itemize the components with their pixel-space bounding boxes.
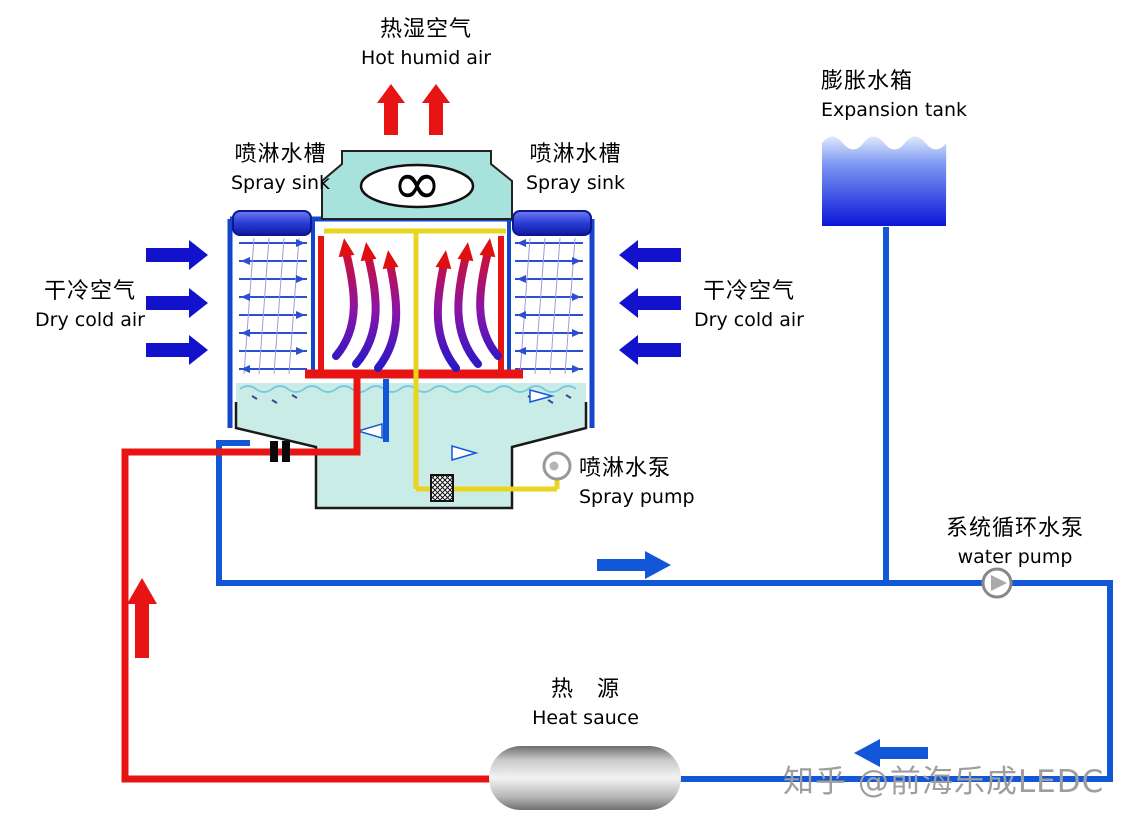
label-hot-humid-air-en: Hot humid air <box>360 46 492 69</box>
label-water-pump-zh: 系统循环水泵 <box>945 516 1084 541</box>
label-heat-source: 热 源 Heat sauce <box>498 676 673 730</box>
label-heat-source-en: Heat sauce <box>532 706 639 729</box>
label-dry-cold-air-right-en: Dry cold air <box>694 308 804 331</box>
label-spray-sink-left-en: Spray sink <box>230 171 331 194</box>
coil-right <box>515 237 583 375</box>
air-in-arrows-right <box>619 240 681 365</box>
label-water-pump: 系统循环水泵 water pump <box>930 515 1100 569</box>
label-spray-sink-left: 喷淋水槽 Spray sink <box>213 141 348 195</box>
pipe-union-fitting <box>270 441 278 462</box>
label-water-pump-en: water pump <box>957 545 1073 568</box>
spray-pipe <box>324 228 560 492</box>
flow-arrow-up <box>127 578 157 658</box>
label-spray-pump: 喷淋水泵 Spray pump <box>579 455 719 509</box>
label-heat-source-zh: 热 源 <box>550 677 620 702</box>
heat-source-shape <box>489 746 681 810</box>
label-dry-cold-air-right: 干冷空气 Dry cold air <box>675 278 823 332</box>
label-spray-sink-left-zh: 喷淋水槽 <box>234 142 327 167</box>
label-dry-cold-air-left-zh: 干冷空气 <box>43 279 136 304</box>
air-out-arrows <box>377 84 450 135</box>
hot-water-pipe <box>121 378 500 783</box>
fan-symbol: ∞ <box>392 149 442 219</box>
label-expansion-tank: 膨胀水箱 Expansion tank <box>821 68 1001 122</box>
expansion-tank-shape <box>822 136 947 226</box>
spray-sink-right-shape <box>512 210 592 236</box>
label-spray-pump-zh: 喷淋水泵 <box>579 456 672 481</box>
cold-water-pipe <box>216 227 1113 782</box>
air-in-arrows-left <box>146 240 208 365</box>
label-expansion-tank-zh: 膨胀水箱 <box>821 69 914 94</box>
fan-housing: ∞ <box>321 149 513 220</box>
label-spray-sink-right-en: Spray sink <box>525 171 626 194</box>
label-dry-cold-air-left: 干冷空气 Dry cold air <box>16 278 164 332</box>
spray-sink-left-shape <box>232 210 312 236</box>
pipe-union-fitting <box>282 441 290 462</box>
basin-flow-arrows <box>355 389 555 461</box>
label-hot-humid-air-zh: 热湿空气 <box>379 17 472 42</box>
label-spray-sink-right-zh: 喷淋水槽 <box>529 142 622 167</box>
label-hot-humid-air: 热湿空气 Hot humid air <box>320 16 532 70</box>
fan-icon: ∞ <box>359 149 475 219</box>
airflow-arrows-center <box>332 248 502 372</box>
label-dry-cold-air-left-en: Dry cold air <box>35 308 145 331</box>
flow-arrow-left <box>854 739 928 767</box>
coil-left <box>239 237 307 375</box>
spray-pump-icon <box>542 451 572 481</box>
spray-pump-intake <box>430 474 454 502</box>
label-expansion-tank-en: Expansion tank <box>821 98 968 121</box>
label-spray-pump-en: Spray pump <box>579 485 695 508</box>
airflow-arrowheads <box>338 238 496 270</box>
watermark: 知乎 @前海乐成LEDC <box>783 764 1105 800</box>
water-pump-icon <box>981 567 1013 599</box>
flow-arrow-right <box>597 551 671 579</box>
label-dry-cold-air-right-zh: 干冷空气 <box>702 279 795 304</box>
label-spray-sink-right: 喷淋水槽 Spray sink <box>508 141 643 195</box>
